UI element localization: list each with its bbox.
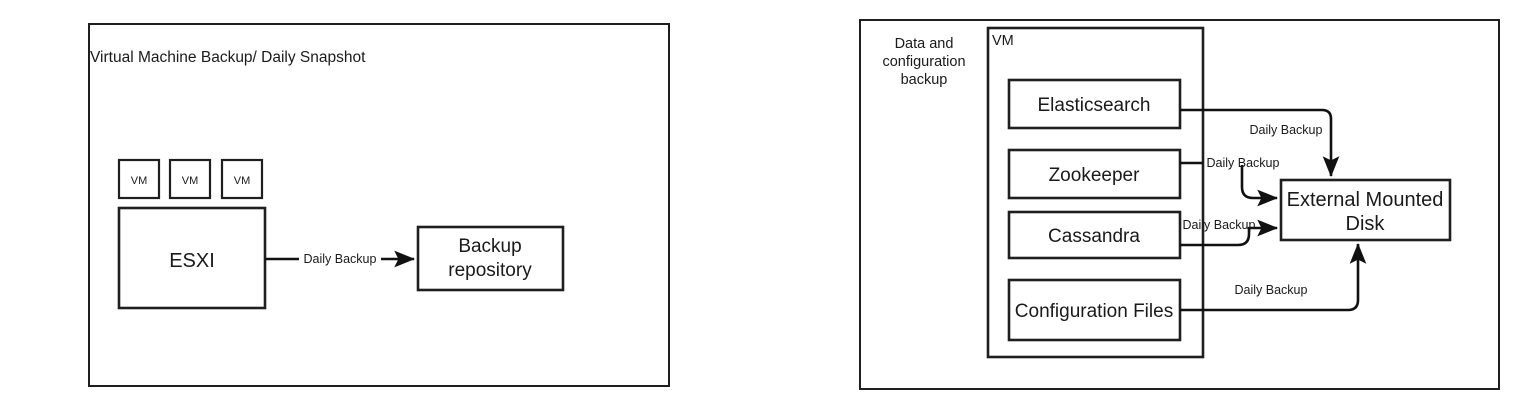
elasticsearch-rect [1007, 78, 1182, 130]
right-panel-side-label: Data and configuration backup [882, 36, 965, 88]
left-panel-group: Virtual Machine Backup/ Daily Snapshot V… [88, 23, 670, 387]
configuration-files-label: Configuration Files [1015, 301, 1173, 322]
side-label-line1: Data and [895, 36, 954, 52]
external-mounted-disk-box: External Mounted Disk [1279, 178, 1452, 242]
esxi-box: ESXI [117, 206, 267, 310]
edge-zookeeper-label: Daily Backup [1207, 156, 1280, 170]
left-panel-title: Virtual Machine Backup/ Daily Snapshot [90, 49, 366, 66]
service-box-cassandra: Cassandra [1007, 210, 1182, 260]
left-vm-box-3: VM [220, 158, 264, 200]
right-panel-group: Data and configuration backup VM Elastic… [859, 19, 1500, 390]
edge-cassandra-to-disk: Daily Backup [1180, 218, 1279, 247]
edge-elasticsearch-path [1180, 108, 1340, 178]
left-panel-border [88, 23, 670, 387]
backup-repository-label-line1: Backup [458, 236, 521, 257]
side-label-line2: configuration [882, 54, 965, 70]
elasticsearch-label: Elasticsearch [1038, 95, 1151, 116]
external-mounted-disk-label-line2: Disk [1346, 213, 1386, 235]
left-vm-box-1-label: VM [131, 175, 148, 187]
cassandra-rect [1007, 210, 1182, 260]
left-vm-box-2-label: VM [182, 175, 199, 187]
vm-container-rect [986, 26, 1205, 359]
edge-cassandra-label: Daily Backup [1183, 218, 1256, 232]
configuration-files-rect [1007, 278, 1182, 342]
edge-cassandra-path [1180, 219, 1279, 247]
backup-repository-box: Backup repository [416, 225, 565, 292]
backup-repository-label-line2: repository [448, 260, 532, 281]
cassandra-label: Cassandra [1048, 226, 1140, 247]
left-vm-box-2-rect [168, 158, 212, 200]
edge-esxi-label: Daily Backup [304, 252, 377, 266]
backup-repository-rect [416, 225, 565, 292]
edge-configuration-files-path [1180, 242, 1367, 312]
edge-elasticsearch-to-disk: Daily Backup [1180, 108, 1340, 178]
vm-container-label: VM [992, 33, 1014, 49]
edge-configuration-files-to-disk: Daily Backup [1180, 242, 1367, 312]
left-vm-box-1-rect [117, 158, 161, 200]
edge-configuration-files-label: Daily Backup [1235, 283, 1308, 297]
service-box-zookeeper: Zookeeper [1007, 148, 1182, 200]
external-mounted-disk-rect [1279, 178, 1452, 242]
edge-esxi-to-backup-repository: Daily Backup [265, 250, 416, 268]
left-vm-box-2: VM [168, 158, 212, 200]
zookeeper-label: Zookeeper [1049, 165, 1141, 186]
side-label-line3: backup [901, 72, 948, 88]
left-vm-box-3-label: VM [234, 175, 251, 187]
service-box-configuration-files: Configuration Files [1007, 278, 1182, 342]
edge-zookeeper-path [1240, 165, 1279, 207]
left-vm-box-3-rect [220, 158, 264, 200]
esxi-box-label: ESXI [169, 250, 215, 272]
left-vm-box-1: VM [117, 158, 161, 200]
zookeeper-rect [1007, 148, 1182, 200]
edge-elasticsearch-label: Daily Backup [1250, 123, 1323, 137]
service-box-elasticsearch: Elasticsearch [1007, 78, 1182, 130]
edge-zookeeper-to-disk: Daily Backup [1180, 156, 1280, 207]
external-mounted-disk-label-line1: External Mounted [1287, 189, 1444, 211]
